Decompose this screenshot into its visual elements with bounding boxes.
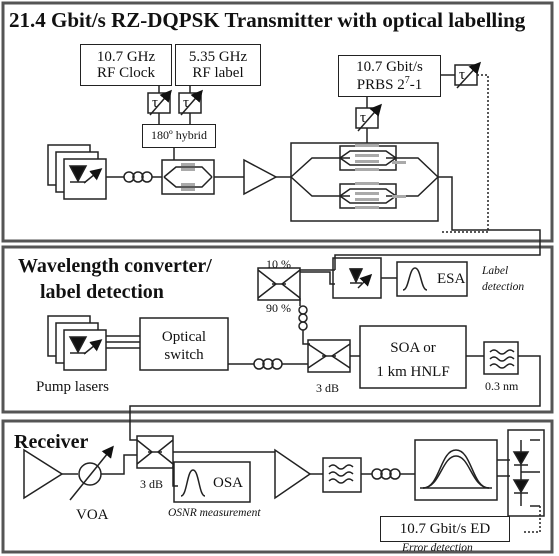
- amplifier-icon: [243, 158, 278, 196]
- delay-interferometer-icon: [414, 439, 498, 501]
- soa-hnlf-label: SOA or 1 km HNLF: [360, 336, 466, 384]
- rf-label-delay-symbol: τ: [183, 95, 190, 111]
- combiner-coupler-icon: [307, 339, 351, 373]
- receiver-input-amplifier: [23, 448, 64, 500]
- transmitter-title: 21.4 Gbit/s RZ-DQPSK Transmitter with op…: [9, 8, 526, 32]
- esa-label: ESA: [437, 271, 466, 287]
- fiber-coil-icon: [123, 171, 153, 183]
- receiver-title: Receiver: [14, 431, 89, 453]
- transmitter-frame: [1, 1, 554, 243]
- coupler-10-percent: 10 %: [266, 257, 291, 271]
- rf-clock-label: RF Clock: [97, 65, 155, 81]
- soa-line1: SOA or: [390, 340, 436, 356]
- receiver-frame: [1, 419, 554, 554]
- pump-lasers-label: Pump lasers: [36, 379, 109, 395]
- rf-label-label: RF label: [192, 65, 244, 81]
- osa-label: OSA: [213, 475, 244, 491]
- receiver-coupler-icon: [136, 435, 174, 469]
- rf-clock-freq: 10.7 GHz: [96, 48, 156, 65]
- converter-title-line2: label detection: [40, 281, 164, 303]
- pulse-carver-modulator: [161, 159, 215, 195]
- data-delay-symbol: τ: [360, 110, 367, 126]
- error-detector-box: 10.7 Gbit/s ED: [380, 516, 510, 542]
- prbs-box: 10.7 Gbit/s PRBS 27-1: [338, 55, 441, 97]
- optical-switch-label: Optical switch: [152, 328, 216, 364]
- osnr-measurement-label: OSNR measurement: [168, 507, 261, 519]
- prbs-rate: 10.7 Gbit/s: [356, 58, 423, 75]
- prbs-pattern: PRBS 27-1: [357, 75, 422, 94]
- osa-box: [173, 461, 251, 503]
- rf-clock-box: 10.7 GHz RF Clock: [80, 44, 172, 86]
- fiber-coil-icon-2: [253, 358, 283, 370]
- hybrid-box: 180º hybrid: [142, 124, 216, 148]
- prbs-delay-symbol: τ: [459, 67, 466, 83]
- rf-label-freq: 5.35 GHz: [188, 48, 248, 65]
- filter-icon: [483, 341, 519, 375]
- tap-coupler-icon: [257, 267, 301, 301]
- hybrid-label: 180º hybrid: [150, 128, 208, 143]
- optical-switch-line1: Optical: [161, 329, 207, 345]
- preamplifier-icon: [274, 448, 312, 500]
- label-detection-line1: Label: [482, 265, 509, 277]
- filter-bandwidth-label: 0.3 nm: [485, 379, 519, 393]
- receiver-filter-icon: [322, 457, 362, 493]
- receiver-fiber-coil-icon: [371, 468, 401, 480]
- soa-hnlf-box: [359, 325, 467, 389]
- error-detection-label: Error detection: [402, 542, 473, 554]
- converter-3db-label: 3 dB: [316, 381, 340, 395]
- optical-switch-box: [139, 317, 229, 371]
- prbs-exponent: 7: [404, 75, 410, 86]
- balanced-detector-icon: [507, 429, 545, 517]
- converter-title-line1: Wavelength converter/: [18, 255, 212, 277]
- pump-laser-stack-icon: [47, 315, 107, 371]
- voa-label: VOA: [76, 507, 109, 523]
- vertical-fiber-coil-icon: [298, 305, 308, 331]
- coupler-90-percent: 90 %: [266, 301, 291, 315]
- label-detection-line2: detection: [482, 281, 525, 293]
- rf-clock-delay-symbol: τ: [152, 95, 159, 111]
- esa-box: [396, 261, 468, 297]
- prbs-pattern-main: PRBS 2: [356, 77, 405, 93]
- laser-stack-icon: [47, 144, 107, 200]
- soa-line2: 1 km HNLF: [376, 364, 450, 380]
- prbs-pattern-tail: -1: [409, 77, 423, 93]
- converter-frame: [1, 245, 554, 414]
- dqpsk-modulator: [290, 142, 439, 222]
- photodiode-icon: [332, 257, 382, 299]
- optical-switch-line2: switch: [164, 347, 204, 363]
- error-detector-label: 10.7 Gbit/s ED: [399, 520, 491, 537]
- prbs-delay-elements: [355, 61, 489, 233]
- rf-delay-elements: [147, 84, 203, 160]
- rf-label-box: 5.35 GHz RF label: [175, 44, 261, 86]
- receiver-3db-label: 3 dB: [140, 477, 164, 491]
